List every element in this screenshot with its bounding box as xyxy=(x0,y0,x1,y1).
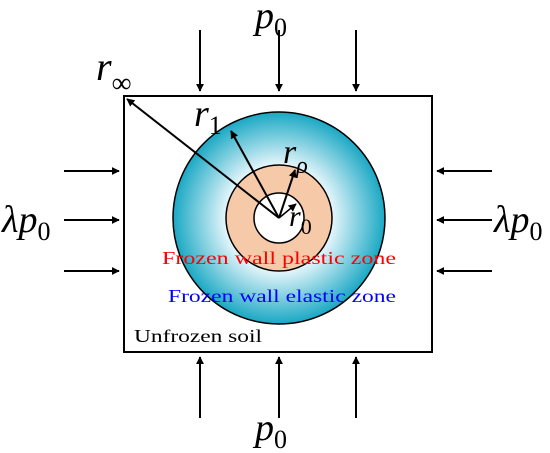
r1-label: r1 xyxy=(194,93,222,140)
r-infinity-arrow xyxy=(126,98,280,219)
bottom-load-label: p0 xyxy=(252,407,287,453)
top-load-label: p0 xyxy=(252,0,287,42)
top-load-arrows xyxy=(196,30,360,92)
r-rho-arrow xyxy=(278,169,297,219)
r0-label: r0 xyxy=(289,200,312,239)
left-load-arrows xyxy=(64,167,120,275)
r0-arrow xyxy=(278,203,297,219)
bottom-load-arrows xyxy=(196,356,360,418)
r1-arrow xyxy=(230,130,280,219)
r-infinity-label: r∞ xyxy=(96,44,132,99)
right-load-arrows xyxy=(436,167,492,275)
elastic-zone-label: Frozen wall elastic zone xyxy=(168,286,396,306)
left-load-label: λp0 xyxy=(1,199,50,246)
r-rho-label: rρ xyxy=(283,134,308,179)
right-load-label: λp0 xyxy=(493,199,542,246)
plastic-zone-label: Frozen wall plastic zone xyxy=(162,248,396,268)
unfrozen-soil-label: Unfrozen soil xyxy=(134,326,262,346)
